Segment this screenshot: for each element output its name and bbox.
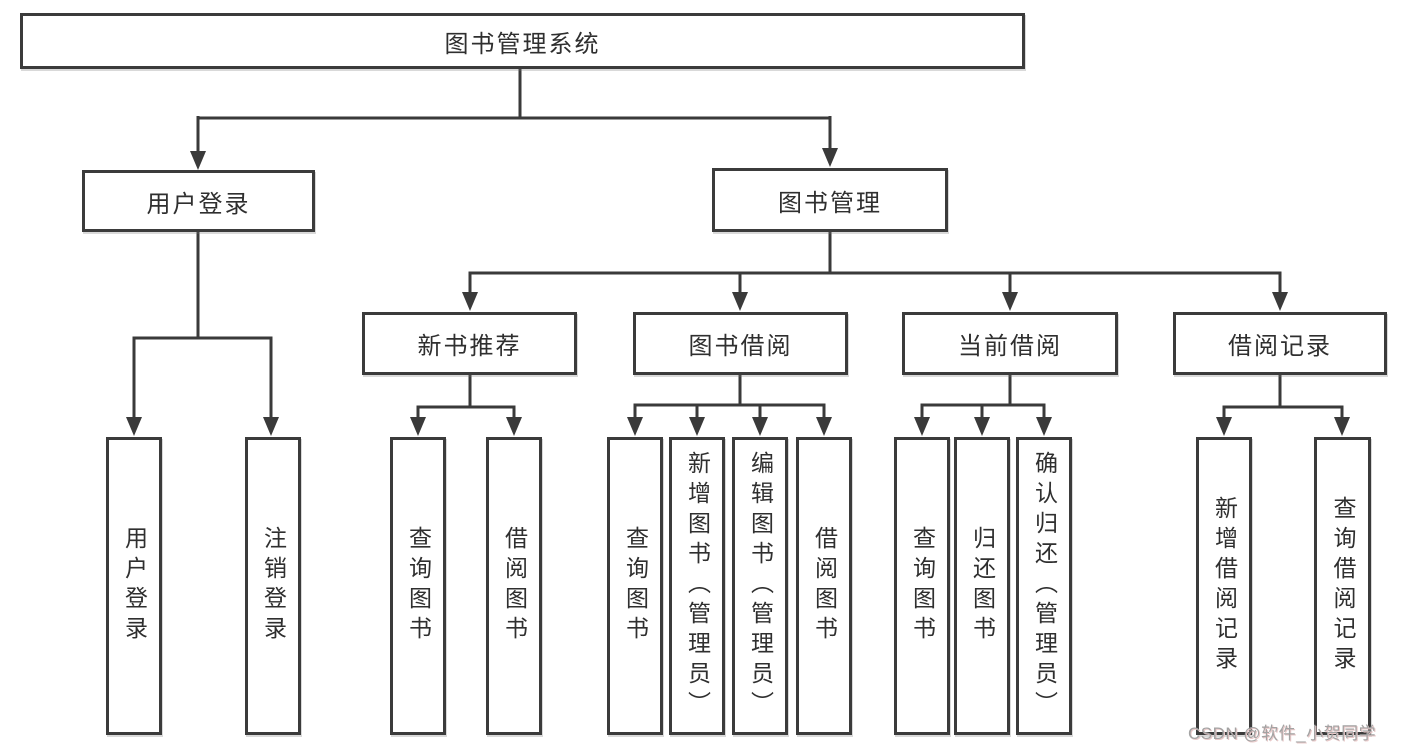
node-label: 图书借阅 <box>688 333 793 360</box>
leaf-borrowing-add-books-admin: 新增图书（管理员） <box>669 437 725 735</box>
leaf-user-login: 用户登录 <box>106 437 162 735</box>
leaf-records-query-record: 查询借阅记录 <box>1314 437 1371 735</box>
leaf-label: 新增借阅记录 <box>1211 496 1238 676</box>
node-book-borrowing: 图书借阅 <box>633 312 848 375</box>
leaf-newbook-borrow-books: 借阅图书 <box>486 437 542 735</box>
node-new-book-recommend: 新书推荐 <box>362 312 577 375</box>
leaf-label: 编辑图书（管理员） <box>747 451 774 721</box>
node-label: 借阅记录 <box>1228 333 1332 360</box>
leaf-label: 借阅图书 <box>501 526 528 646</box>
node-label: 新书推荐 <box>417 333 522 360</box>
leaf-borrowing-borrow-books: 借阅图书 <box>796 437 852 735</box>
leaf-label: 查询借阅记录 <box>1330 496 1356 676</box>
csdn-watermark: CSDN @软件_小贺同学 <box>1188 724 1377 743</box>
leaf-current-query-books: 查询图书 <box>894 437 950 735</box>
leaf-label: 用户登录 <box>121 526 148 646</box>
leaf-label: 查询图书 <box>909 526 936 646</box>
leaf-label: 注销登录 <box>260 526 287 646</box>
node-book-management: 图书管理 <box>712 168 948 232</box>
arrowheads <box>126 148 1350 436</box>
leaf-newbook-query-books: 查询图书 <box>390 437 446 735</box>
leaf-records-add-record: 新增借阅记录 <box>1196 437 1252 735</box>
leaf-label: 查询图书 <box>405 526 432 646</box>
leaf-label: 查询图书 <box>622 526 649 646</box>
node-label: 用户登录 <box>146 190 251 218</box>
leaf-borrowing-edit-books-admin: 编辑图书（管理员） <box>732 437 788 735</box>
leaf-borrowing-query-books: 查询图书 <box>607 437 663 735</box>
leaf-label: 借阅图书 <box>811 526 838 646</box>
node-borrowing-records: 借阅记录 <box>1173 312 1387 375</box>
leaf-label: 确认归还（管理员） <box>1031 451 1058 721</box>
node-label: 图书管理 <box>778 189 882 217</box>
node-user-login: 用户登录 <box>82 170 315 232</box>
node-label: 图书管理系统 <box>444 30 601 58</box>
leaf-current-return-books: 归还图书 <box>954 437 1010 735</box>
node-library-management-system: 图书管理系统 <box>20 13 1025 69</box>
node-label: 当前借阅 <box>958 333 1062 360</box>
leaf-label: 新增图书（管理员） <box>684 451 711 721</box>
leaf-label: 归还图书 <box>969 526 996 646</box>
node-current-borrowing: 当前借阅 <box>902 312 1118 375</box>
leaf-current-confirm-return-admin: 确认归还（管理员） <box>1016 437 1072 735</box>
leaf-logout: 注销登录 <box>245 437 301 735</box>
